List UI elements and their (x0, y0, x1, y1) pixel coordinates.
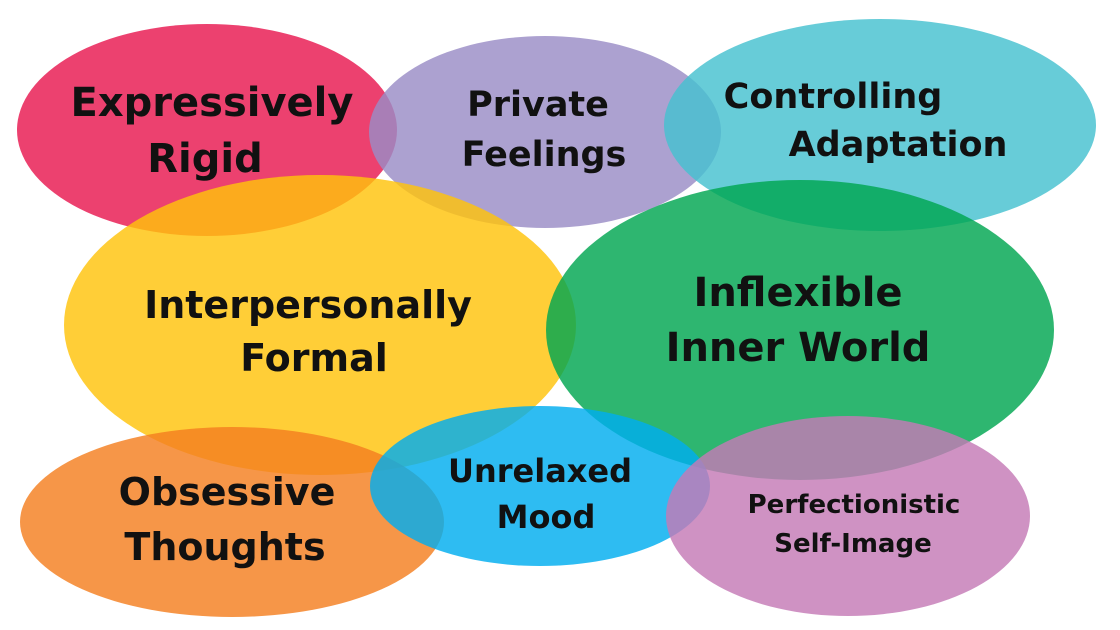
inflexible-inner-world-label: Inner World (666, 325, 931, 371)
perfectionistic-self-image-label: Self-Image (774, 529, 931, 559)
interpersonally-formal-label: Interpersonally (144, 283, 472, 327)
controlling-adaptation-label: Controlling (724, 77, 943, 117)
expressively-rigid-label: Expressively (71, 80, 354, 126)
private-feelings-ellipse (369, 36, 721, 228)
controlling-adaptation-label: Adaptation (789, 125, 1008, 165)
obsessive-thoughts-label: Obsessive (119, 470, 336, 514)
unrelaxed-mood-ellipse (370, 406, 710, 566)
private-feelings-label: Private (467, 85, 609, 125)
unrelaxed-mood-label: Mood (497, 498, 596, 536)
expressively-rigid-label: Rigid (147, 136, 263, 182)
obsessive-thoughts-ellipse (20, 427, 444, 617)
unrelaxed-mood-label: Unrelaxed (448, 452, 632, 490)
private-feelings-label: Feelings (462, 135, 627, 175)
perfectionistic-self-image-label: Perfectionistic (748, 490, 961, 520)
inflexible-inner-world-ellipse (546, 180, 1054, 480)
interpersonally-formal-ellipse (64, 175, 576, 475)
interpersonally-formal-label: Formal (240, 336, 388, 380)
inflexible-inner-world-label: Inflexible (693, 270, 902, 316)
perfectionistic-self-image-ellipse (666, 416, 1030, 616)
obsessive-thoughts-label: Thoughts (124, 525, 325, 569)
controlling-adaptation-ellipse (664, 19, 1096, 231)
